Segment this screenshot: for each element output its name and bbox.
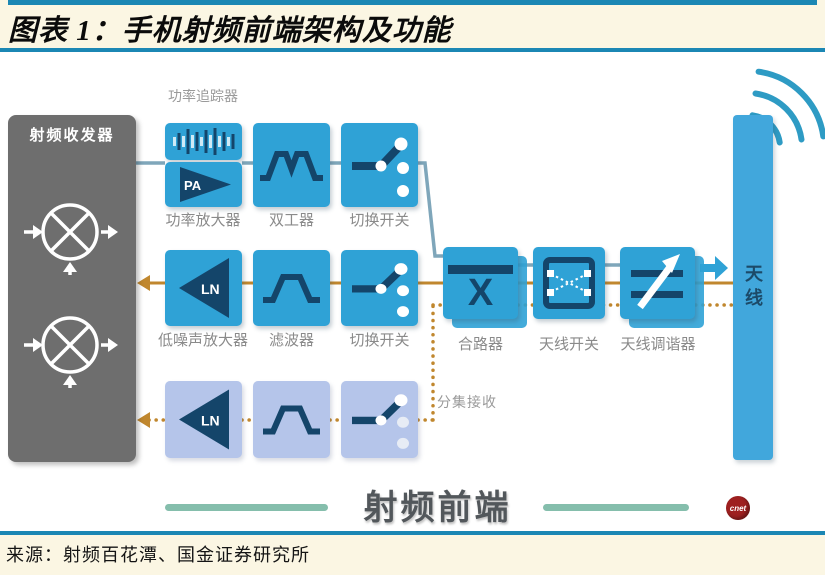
- combiner-block: X: [443, 247, 518, 319]
- power-tracker-label: 功率追踪器: [168, 88, 238, 104]
- tx-switch-block: [341, 123, 418, 207]
- rf-transceiver-block: 射频收发器: [8, 115, 136, 462]
- antenna-switch-icon: [543, 257, 595, 309]
- antenna-feed-arrow-icon: [700, 256, 728, 280]
- lna-block: LN: [165, 250, 242, 326]
- source-note: 来源：射频百花潭、国金证券研究所: [6, 545, 310, 565]
- duplexer-label: 双工器: [268, 212, 314, 229]
- combiner-icon: X: [448, 265, 513, 314]
- rf-frontend-diagram: 射频收发器: [0, 52, 825, 531]
- antenna-label: 天线: [743, 263, 763, 312]
- title-underline: [0, 48, 825, 52]
- switch-icon: [352, 394, 409, 449]
- banner-line-left: [165, 504, 328, 511]
- antenna-switch-label: 天线开关: [538, 336, 599, 353]
- filter-icon: [263, 405, 320, 435]
- filter-block: [253, 250, 330, 326]
- rf-transceiver-label: 射频收发器: [29, 127, 115, 144]
- power-tracker-block: [165, 123, 242, 160]
- tx-switch-label: 切换开关: [349, 212, 410, 229]
- mixer-icons: [24, 203, 118, 388]
- rx-switch-block: [341, 250, 418, 326]
- pa-abbr: PA: [184, 178, 202, 193]
- combiner-label: 合路器: [457, 336, 503, 353]
- lna-abbr: LN: [201, 281, 220, 297]
- diversity-receive-label: 分集接收: [437, 394, 497, 410]
- rx-arrowhead: [137, 275, 150, 291]
- lna-label: 低噪声放大器: [157, 332, 248, 349]
- filter-label: 滤波器: [268, 332, 314, 349]
- duplexer-icon: [260, 151, 323, 181]
- pa-amplifier-icon: PA: [180, 167, 231, 202]
- diversity-switch-block: [341, 381, 418, 458]
- lna-amplifier-icon: LN: [179, 389, 229, 450]
- lna-abbr: LN: [201, 413, 220, 429]
- figure-bottom-rule: [0, 531, 825, 535]
- power-amplifier-block: PA: [165, 162, 242, 207]
- diversity-arrowhead: [137, 412, 150, 428]
- diversity-filter-block: [253, 381, 330, 458]
- power-amplifier-label: 功率放大器: [165, 212, 241, 229]
- antenna-tuner-block: [620, 247, 695, 319]
- figure-title: 图表 1：手机射频前端架构及功能: [8, 15, 452, 47]
- duplexer-block: [253, 123, 330, 207]
- combiner-x-glyph: X: [468, 272, 494, 314]
- switch-icon: [352, 263, 409, 317]
- diversity-lna-block: LN: [165, 381, 242, 458]
- top-accent-bar: [8, 0, 817, 5]
- rf-frontend-banner: 射频前端: [363, 489, 512, 527]
- antenna-bar: 天线: [733, 115, 773, 460]
- antenna-tuner-icon: [631, 254, 683, 310]
- rx-switch-label: 切换开关: [349, 332, 410, 349]
- banner-line-right: [543, 504, 689, 511]
- cnet-logo: cnet: [726, 496, 750, 520]
- waveform-icon: [173, 128, 235, 155]
- lna-amplifier-icon: LN: [179, 258, 229, 318]
- antenna-switch-block: [533, 247, 605, 319]
- antenna-tuner-label: 天线调谐器: [620, 336, 696, 353]
- filter-icon: [263, 274, 320, 303]
- switch-icon: [352, 137, 409, 197]
